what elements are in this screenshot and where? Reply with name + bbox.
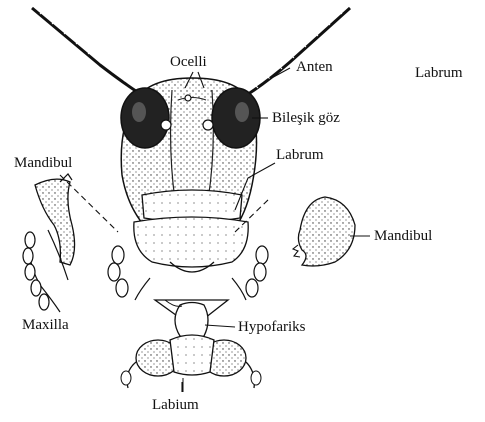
label-labrum-corner: Labrum	[415, 66, 462, 81]
hypofariks-part	[155, 300, 228, 339]
compound-eye-left	[121, 88, 169, 148]
label-labium: Labium	[152, 398, 199, 413]
label-maxilla: Maxilla	[22, 318, 69, 333]
antenna-right	[235, 8, 350, 102]
mandibul-right-part	[293, 197, 355, 266]
labrum-part	[134, 190, 248, 272]
labium-part	[121, 335, 261, 392]
antenna-left	[32, 8, 150, 100]
label-labrum: Labrum	[276, 148, 323, 163]
label-ocelli: Ocelli	[170, 55, 207, 70]
mandibul-left-part	[35, 174, 75, 265]
label-anten: Anten	[296, 60, 333, 75]
label-mandibul-left: Mandibul	[14, 156, 72, 171]
label-hypofariks: Hypofariks	[238, 320, 306, 335]
label-bilesik-goz: Bileşik göz	[272, 111, 340, 126]
label-mandibul-right: Mandibul	[374, 229, 432, 244]
